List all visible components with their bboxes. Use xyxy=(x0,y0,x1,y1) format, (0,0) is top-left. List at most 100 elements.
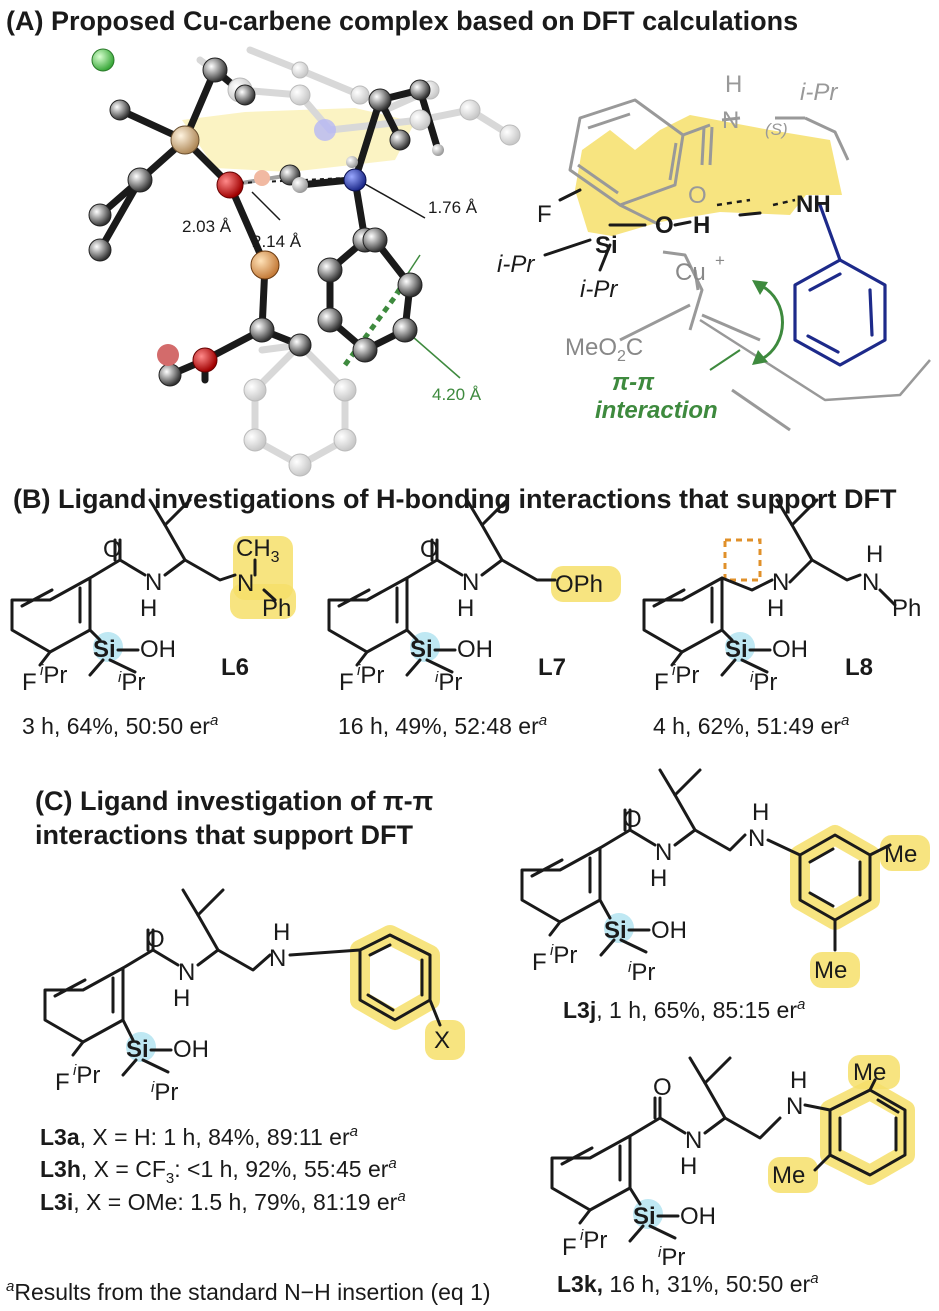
svg-text:iPr: iPr xyxy=(73,1062,100,1089)
pi-pi-label: π-π xyxy=(612,369,655,396)
ester-label: MeO2C xyxy=(565,334,643,365)
silanol-o-label: O xyxy=(655,212,674,239)
svg-text:iPr: iPr xyxy=(435,669,462,696)
ligand-l3-generic-structure: O N H H N X Si OH F iPr iPr xyxy=(43,888,465,1106)
l7-oph-label: OPh xyxy=(555,571,603,598)
svg-text:iPr: iPr xyxy=(151,1079,178,1106)
ipr-top-label: i-Pr xyxy=(800,79,838,106)
l7-name: L7 xyxy=(538,654,566,681)
l6-si-label: Si xyxy=(93,636,116,663)
distance-label-hbond: 1.76 Å xyxy=(428,198,478,217)
l3j-n-label: N xyxy=(655,839,672,866)
footnote: aResults from the standard N−H insertion… xyxy=(6,1278,491,1305)
amide-n-label: N xyxy=(722,107,739,134)
dft-3d-model: 2.03 Å 2.14 Å 1.76 Å 4.20 Å xyxy=(88,46,521,477)
l8-n-label: N xyxy=(772,569,789,596)
svg-text:iPr: iPr xyxy=(550,942,577,969)
l3k-f-label: F xyxy=(562,1234,577,1261)
svg-text:iPr: iPr xyxy=(672,662,699,689)
copper-charge: + xyxy=(715,251,725,270)
l3k-si-label: Si xyxy=(633,1203,656,1230)
l3j-n2-label: N xyxy=(748,825,765,852)
carbonyl-o-label: O xyxy=(688,182,707,209)
svg-text:iPr: iPr xyxy=(628,959,655,986)
l3-n-label: N xyxy=(178,959,195,986)
aniline-nh-label: NH xyxy=(796,191,831,218)
l8-f-label: F xyxy=(654,669,669,696)
interaction-label: interaction xyxy=(595,397,718,424)
cu-carbene-structure: H N (S) i-Pr O F Si O H NH i-Pr i-Pr Cu … xyxy=(497,71,931,432)
l3j-si-label: Si xyxy=(604,917,627,944)
l7-oh-label: OH xyxy=(457,636,493,663)
ligand-l6-structure: O N H N CH3 Ph Si OH F iPr iPr L6 xyxy=(10,498,296,696)
l3k-result: L3k, 16 h, 31%, 50:50 era xyxy=(557,1270,819,1297)
distance-label-o-cu-2: 2.14 Å xyxy=(252,232,302,251)
l6-me-label: CH3 xyxy=(236,535,280,566)
svg-text:iPr: iPr xyxy=(658,1244,685,1271)
svg-text:MeO2C: MeO2C xyxy=(565,334,643,365)
l3k-o-label: O xyxy=(653,1074,672,1101)
l8-name: L8 xyxy=(845,654,873,681)
l3j-f-label: F xyxy=(532,949,547,976)
l3-si-label: Si xyxy=(126,1036,149,1063)
l3k-me-bottom: Me xyxy=(772,1162,805,1189)
fluorine-label: F xyxy=(537,201,552,228)
l3a-result: L3a, X = H: 1 h, 84%, 89:11 era xyxy=(40,1123,358,1150)
l3j-oh-label: OH xyxy=(651,917,687,944)
ligand-l3j-structure: O N H H N Me Me Si OH F iPr iPr xyxy=(520,768,930,988)
l6-h-label: H xyxy=(140,595,157,622)
l7-f-label: F xyxy=(339,669,354,696)
l8-n2-label: N xyxy=(862,569,879,596)
l7-result: 16 h, 49%, 52:48 era xyxy=(338,712,547,739)
copper-label: Cu xyxy=(675,259,706,286)
l3j-result: L3j, 1 h, 65%, 85:15 era xyxy=(563,996,805,1023)
l3j-h-label: H xyxy=(650,865,667,892)
ipr-label-2: i-Pr xyxy=(580,276,618,303)
l3k-h-label: H xyxy=(680,1153,697,1180)
ligand-l8-structure: N H H N Ph Si OH F iPr iPr L8 xyxy=(642,498,921,696)
l3-oh-label: OH xyxy=(173,1036,209,1063)
ipr-label-1: i-Pr xyxy=(497,251,535,278)
l3k-n2-label: N xyxy=(786,1093,803,1120)
l3-o-label: O xyxy=(146,926,165,953)
removed-carbonyl-box xyxy=(723,538,762,582)
l3k-me-top: Me xyxy=(853,1059,886,1086)
l8-si-label: Si xyxy=(725,636,748,663)
l3-x-label: X xyxy=(434,1027,450,1054)
l8-ph-label: Ph xyxy=(892,595,921,622)
svg-text:iPr: iPr xyxy=(357,662,384,689)
l6-n2-label: N xyxy=(237,570,254,597)
silicon-label: Si xyxy=(595,232,618,259)
distance-label-o-cu: 2.03 Å xyxy=(182,217,232,236)
l7-si-label: Si xyxy=(410,636,433,663)
l3-f-label: F xyxy=(55,1069,70,1096)
l3k-n-label: N xyxy=(685,1127,702,1154)
l3i-result: L3i, X = OMe: 1.5 h, 79%, 81:19 era xyxy=(40,1188,406,1215)
l8-h-label: H xyxy=(767,595,784,622)
l7-n-label: N xyxy=(462,569,479,596)
svg-text:iPr: iPr xyxy=(118,669,145,696)
l6-n-label: N xyxy=(145,569,162,596)
l3j-o-label: O xyxy=(623,806,642,833)
panel-a-title: (A) Proposed Cu-carbene complex based on… xyxy=(6,6,798,36)
l6-oh-label: OH xyxy=(140,636,176,663)
l6-ph-label: Ph xyxy=(262,595,291,622)
svg-text:iPr: iPr xyxy=(580,1227,607,1254)
l3k-h2-label: H xyxy=(790,1067,807,1094)
l3j-me-bottom: Me xyxy=(814,957,847,984)
l3-n2-label: N xyxy=(269,945,286,972)
l8-h2-label: H xyxy=(866,541,883,568)
l8-oh-label: OH xyxy=(772,636,808,663)
stereo-label: (S) xyxy=(765,120,788,139)
l3j-me-top: Me xyxy=(884,841,917,868)
l3k-oh-label: OH xyxy=(680,1203,716,1230)
panel-c-title-line2: interactions that support DFT xyxy=(35,820,414,850)
l7-o-label: O xyxy=(420,536,439,563)
l8-result: 4 h, 62%, 51:49 era xyxy=(653,712,849,739)
hbond-h-label: H xyxy=(693,212,710,239)
ligand-l7-structure: O N H OPh Si OH F iPr iPr L7 xyxy=(327,498,621,696)
panel-c-title-line1: (C) Ligand investigation of π-π xyxy=(35,786,433,816)
l7-h-label: H xyxy=(457,595,474,622)
amide-h-label: H xyxy=(725,71,742,98)
